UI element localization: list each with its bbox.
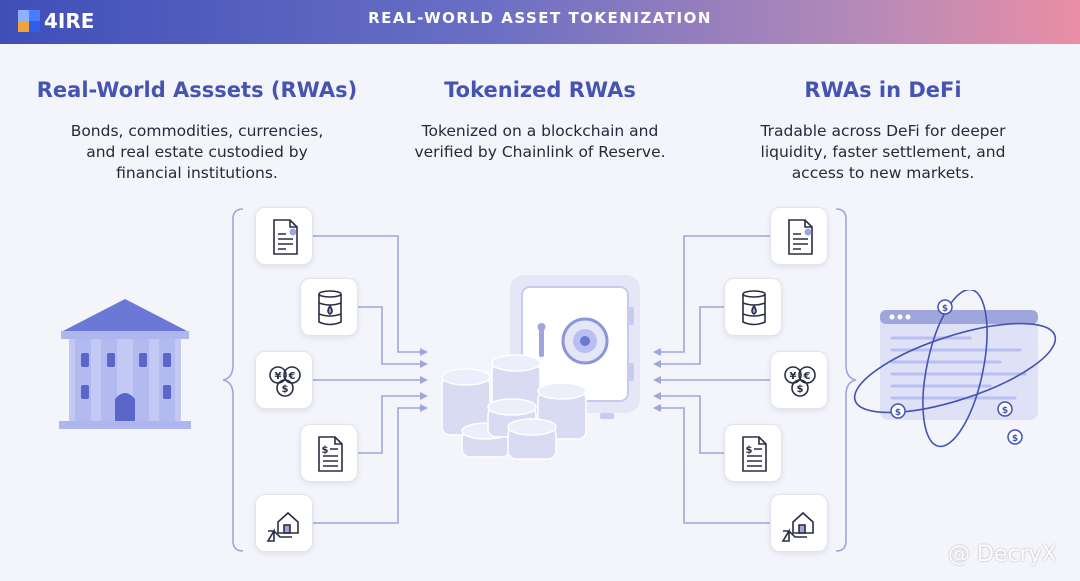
header-banner: 4IRE REAL-WORLD ASSET TOKENIZATION (0, 0, 1080, 44)
invoice-document-icon: $ (318, 436, 343, 472)
description-line: Bonds, commodities, currencies, (70, 122, 324, 140)
asset-card-commodities (300, 278, 358, 336)
defi-card-invoice: $ (724, 424, 782, 482)
asset-card-real-estate (255, 494, 313, 552)
connector-line (312, 235, 421, 353)
arrowhead (420, 392, 428, 400)
defi-card-currencies: ¥ € $ (770, 351, 828, 409)
real-estate-hand-icon (266, 511, 299, 542)
defi-card-real-estate (770, 494, 828, 552)
connector-line (357, 395, 421, 454)
logo-text: 4IRE (44, 9, 95, 33)
defi-card-bonds (770, 207, 828, 265)
bank-building-icon (59, 299, 191, 429)
connector-line (312, 407, 421, 524)
arrowhead (420, 404, 428, 412)
column-title-defi: RWAs in DeFi (804, 78, 962, 102)
arrowhead (653, 404, 661, 412)
page-title: REAL-WORLD ASSET TOKENIZATION (368, 9, 712, 27)
arrowhead (420, 360, 428, 368)
watermark: @ DecryX (948, 542, 1057, 567)
coin-badge-icon: $ (890, 403, 906, 419)
description-line: financial institutions. (116, 164, 278, 182)
connector-line (660, 395, 724, 454)
currency-dollar: $ (282, 384, 289, 395)
description-line: verified by Chainlink of Reserve. (414, 143, 666, 161)
real-estate-hand-icon (781, 511, 814, 542)
arrowhead (653, 392, 661, 400)
column-description-tokenized: Tokenized on a blockchain and verified b… (380, 121, 700, 163)
arrowhead (653, 376, 661, 384)
description-line: Tradable across DeFi for deeper (760, 122, 1006, 140)
currency-yen: ¥ (275, 371, 282, 382)
left-brace (222, 208, 244, 552)
vault-safe-icon (510, 275, 640, 419)
oil-barrel-icon (742, 290, 766, 326)
currency-coins-icon: ¥ € $ (269, 366, 301, 397)
coin-badge-icon: $ (1007, 429, 1023, 445)
description-line: liquidity, faster settlement, and (760, 143, 1006, 161)
coin-badge-icon: $ (997, 401, 1013, 417)
column-description-rwas: Bonds, commodities, currencies, and real… (37, 121, 357, 184)
description-line: access to new markets. (791, 164, 975, 182)
asset-card-invoice: $ (300, 424, 358, 482)
coin-symbol: $ (1002, 406, 1008, 416)
coin-badge-icon: $ (937, 299, 953, 315)
dollar-sign: $ (746, 445, 753, 456)
column-title-tokenized: Tokenized RWAs (444, 78, 636, 102)
column-title-rwas: Real-World Asssets (RWAs) (36, 78, 358, 102)
tokenization-visual (441, 275, 640, 460)
defi-card-commodities (724, 278, 782, 336)
bond-document-icon (273, 219, 298, 255)
arrowhead (420, 376, 428, 384)
connector-line (660, 235, 770, 353)
description-line: and real estate custodied by (86, 143, 308, 161)
coin-symbol: $ (895, 408, 901, 418)
currency-euro: € (803, 371, 811, 382)
currency-yen: ¥ (790, 371, 797, 382)
connector-line (660, 306, 724, 365)
coin-symbol: $ (1012, 434, 1018, 444)
coin-symbol: $ (942, 304, 948, 314)
arrowhead (420, 348, 428, 356)
currency-euro: € (288, 371, 296, 382)
coin-stack-icon (441, 354, 587, 460)
connector-line (357, 306, 421, 365)
arrowhead (653, 360, 661, 368)
description-line: Tokenized on a blockchain and (421, 122, 659, 140)
logo-mark-icon (18, 10, 40, 32)
oil-barrel-icon (318, 290, 342, 326)
defi-browser-icon: $ $ $ $ (853, 290, 1057, 448)
asset-card-currencies: ¥ € $ (255, 351, 313, 409)
invoice-document-icon: $ (742, 436, 767, 472)
right-brace (835, 208, 857, 552)
currency-coins-icon: ¥ € $ (784, 366, 816, 397)
logo: 4IRE (18, 7, 94, 35)
connector-line (660, 407, 770, 524)
asset-card-bonds (255, 207, 313, 265)
dollar-sign: $ (322, 445, 329, 456)
column-description-defi: Tradable across DeFi for deeper liquidit… (723, 121, 1043, 184)
bond-document-icon (788, 219, 813, 255)
arrowhead (653, 348, 661, 356)
currency-dollar: $ (797, 384, 804, 395)
